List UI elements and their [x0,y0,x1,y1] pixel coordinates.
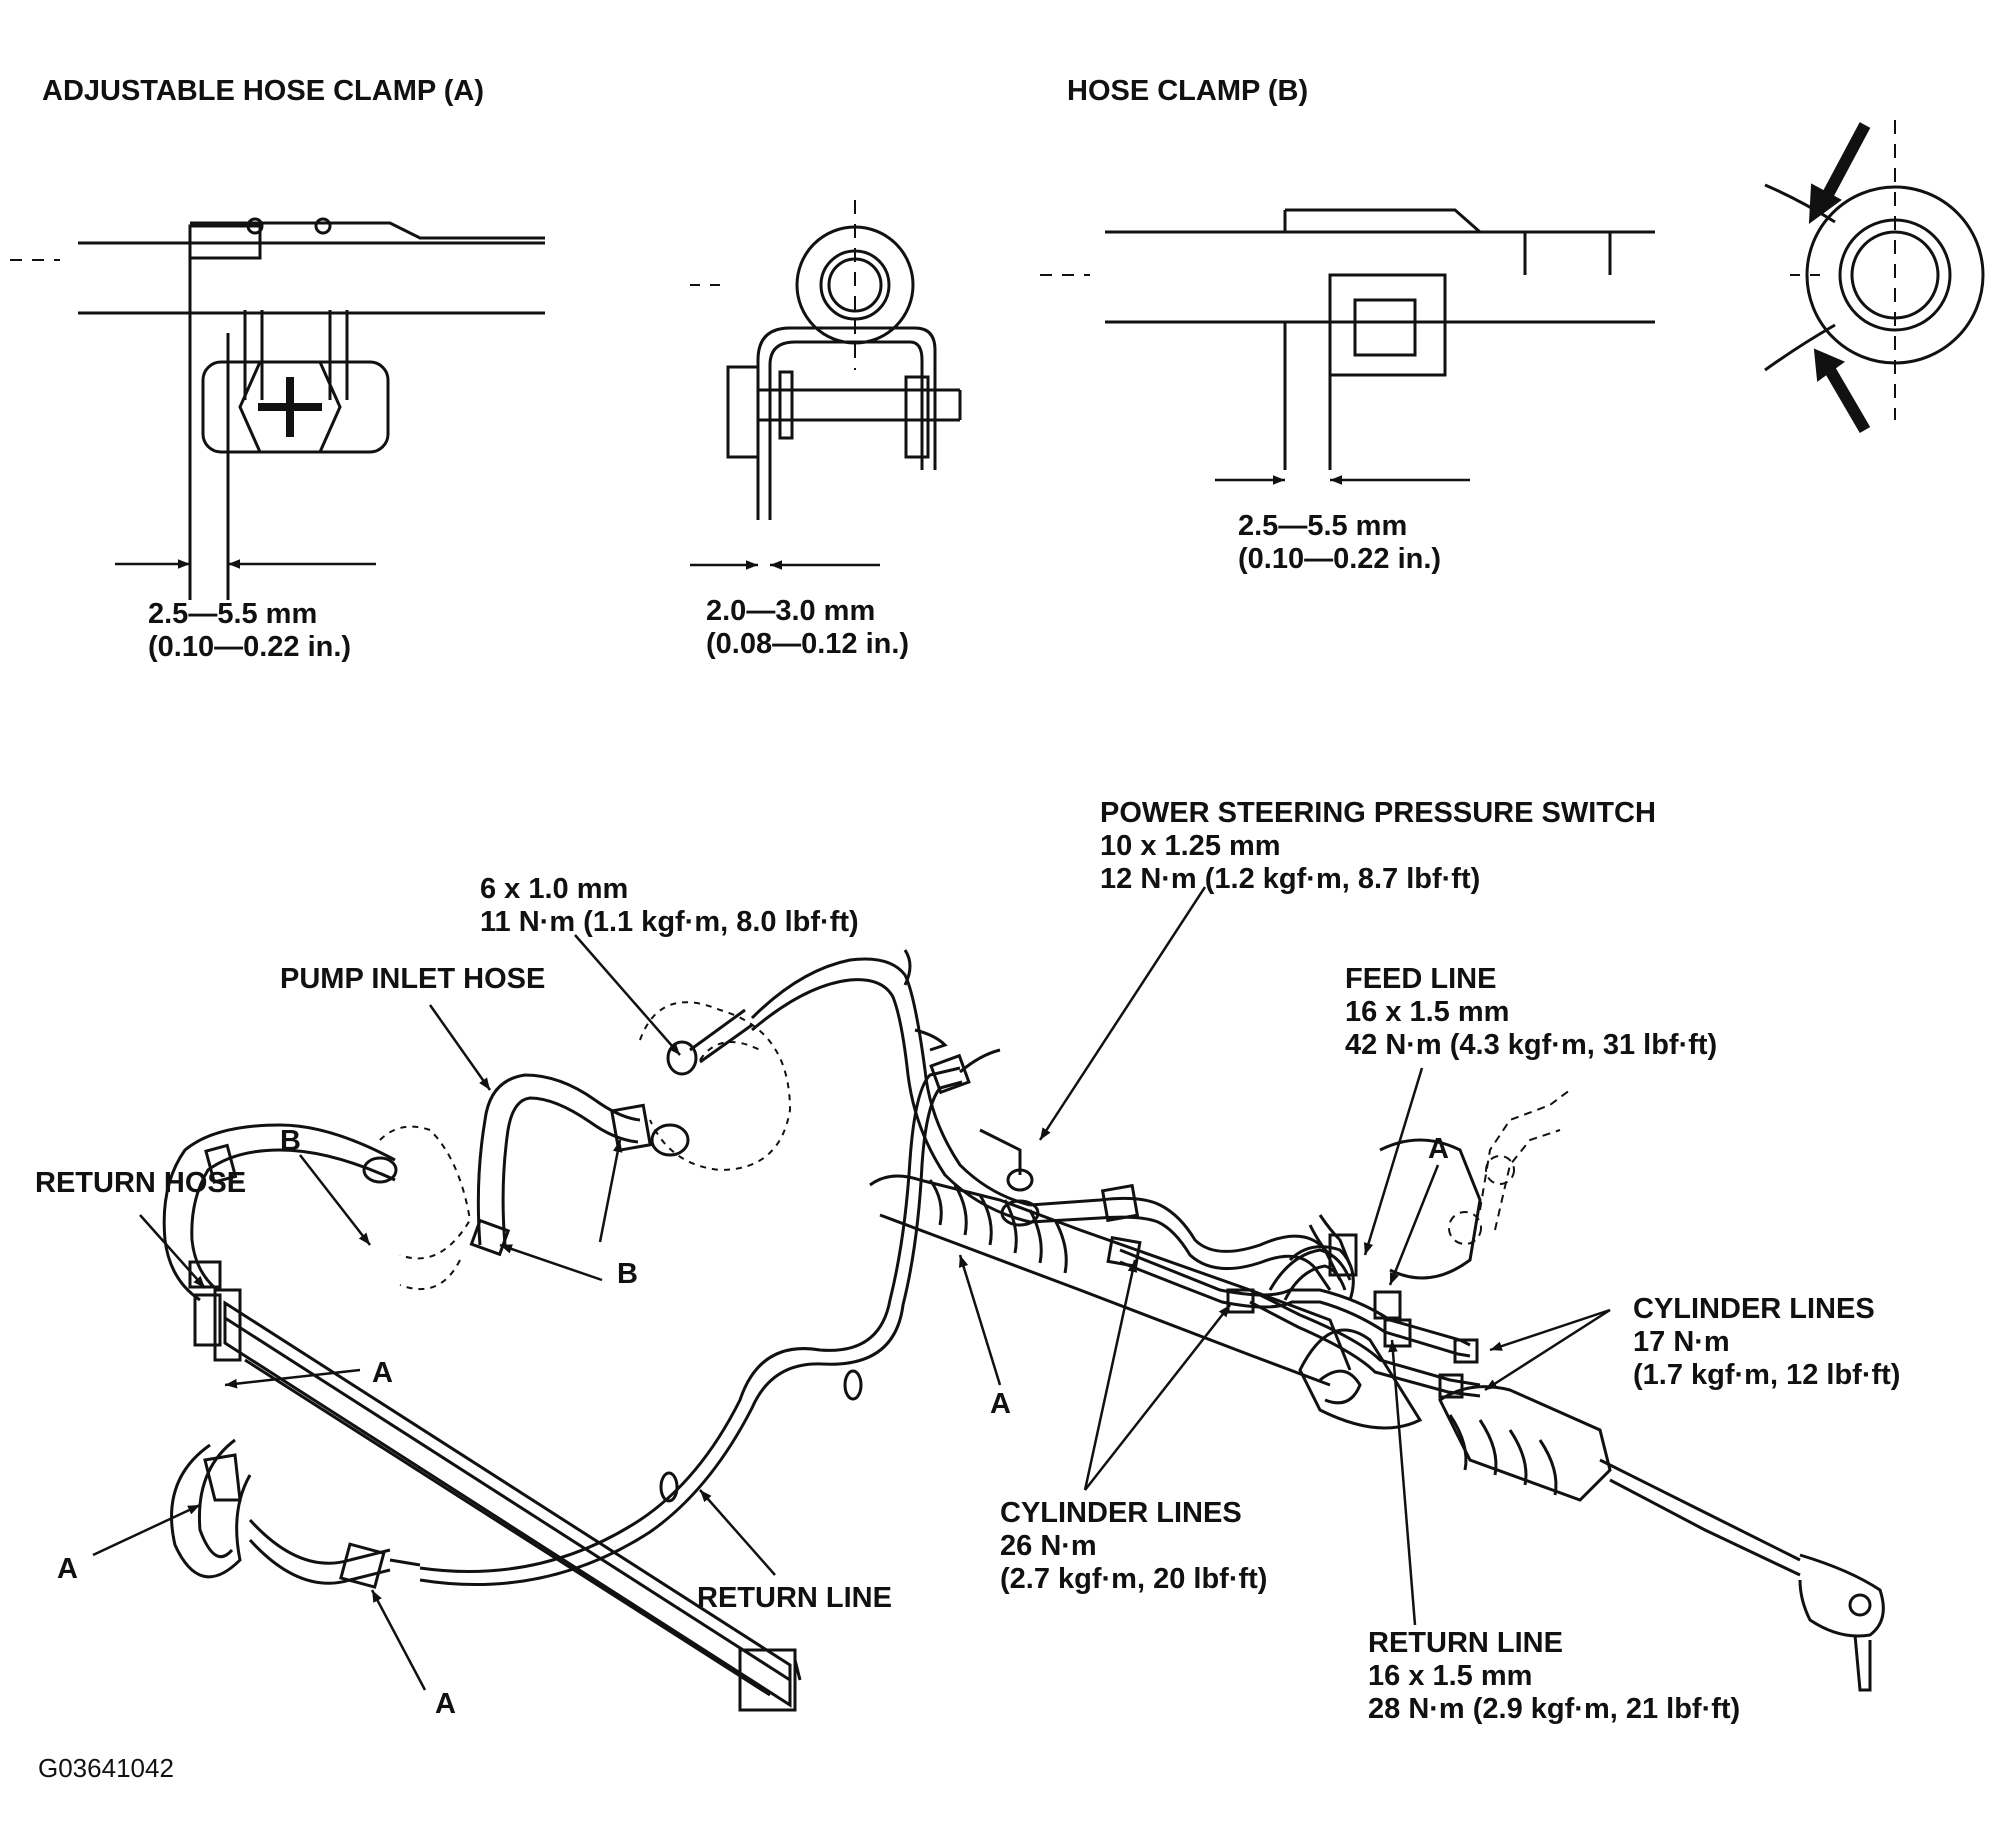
pump-body-drawing [379,1001,792,1290]
cylinder-lines-right-name: CYLINDER LINES [1633,1293,1875,1325]
pressure-hose-drawing [666,949,1031,1224]
cylinder-lines-center-name: CYLINDER LINES [1000,1497,1242,1529]
adjustable-clamp-end-view [690,200,962,520]
return-line-tube-drawing [419,1048,1001,1586]
feed-line-label: FEED LINE 16 x 1.5 mm 42 N·m (4.3 kgf·m,… [1345,963,1717,1062]
adjustable-clamp-dim1-mm: 2.5—5.5 mm [148,598,318,630]
pressure-switch-torque: 12 N·m (1.2 kgf·m, 8.7 lbf·ft) [1100,863,1481,895]
return-hose-drawing [162,1123,398,1302]
label-b-upper: B [280,1125,301,1157]
pressure-switch-size: 10 x 1.25 mm [1100,830,1281,862]
adjustable-clamp-dim2-mm: 2.0—3.0 mm [706,595,876,627]
pressure-switch-label: POWER STEERING PRESSURE SWITCH 10 x 1.25… [1100,797,1656,896]
adjustable-clamp-dim2-label: 2.0—3.0 mm (0.08—0.12 in.) [706,595,909,661]
cylinder-lines-center-torque1: 26 N·m [1000,1530,1097,1562]
steering-rack-drawing [869,1138,1885,1692]
feed-line-name: FEED LINE [1345,963,1497,995]
bolt-6x1-label: 6 x 1.0 mm 11 N·m (1.1 kgf·m, 8.0 lbf·ft… [480,873,859,939]
adjustable-clamp-dim2-in: (0.08—0.12 in.) [706,628,910,660]
hose-clamp-end-view [1764,120,1985,420]
leader-arrows [92,886,1611,1691]
hose-clamp-press-arrows [1808,122,1871,434]
adjustable-clamp-dim1-label: 2.5—5.5 mm (0.10—0.22 in.) [148,598,351,664]
cooler-assembly [193,1288,802,1712]
label-a-return-hose: A [372,1357,393,1389]
cylinder-lines-center-label: CYLINDER LINES 26 N·m (2.7 kgf·m, 20 lbf… [1000,1497,1267,1596]
return-line-right-name: RETURN LINE [1368,1627,1563,1659]
cylinder-lines-center-torque2: (2.7 kgf·m, 20 lbf·ft) [1000,1563,1268,1595]
pump-inlet-hose-label: PUMP INLET HOSE [280,963,546,995]
lower-hose-drawing [170,1438,421,1589]
hose-clamp-dim-mm: 2.5—5.5 mm [1238,510,1408,542]
cylinder-lines-right-torque2: (1.7 kgf·m, 12 lbf·ft) [1633,1359,1901,1391]
return-hose-label: RETURN HOSE [35,1167,247,1199]
bolt-6x1-size: 6 x 1.0 mm [480,873,629,905]
adjustable-clamp-dim1-in: (0.10—0.22 in.) [148,631,352,663]
label-a-return-line: A [990,1388,1011,1420]
hose-clamp-dim-in: (0.10—0.22 in.) [1238,543,1442,575]
pressure-switch-name: POWER STEERING PRESSURE SWITCH [1100,797,1656,829]
return-line-center-label: RETURN LINE [697,1582,892,1614]
cylinder-lines-right-label: CYLINDER LINES 17 N·m (1.7 kgf·m, 12 lbf… [1633,1293,1900,1392]
steering-column-drawing [1448,1089,1571,1245]
feed-line-torque: 42 N·m (4.3 kgf·m, 31 lbf·ft) [1345,1029,1718,1061]
feed-line-size: 16 x 1.5 mm [1345,996,1510,1028]
feed-and-cylinder-lines-drawing [979,1128,1481,1399]
return-line-right-torque: 28 N·m (2.9 kgf·m, 21 lbf·ft) [1368,1693,1741,1725]
hose-clamp-title: HOSE CLAMP (B) [1067,75,1309,107]
adjustable-hose-clamp-title: ADJUSTABLE HOSE CLAMP (A) [42,75,484,107]
label-a-lower-left: A [57,1553,78,1585]
label-a-bottom: A [435,1688,456,1720]
adjustable-clamp-side-view [10,217,545,600]
figure-id: G03641042 [38,1753,174,1783]
label-a-feed: A [1428,1133,1449,1165]
bolt-6x1-torque: 11 N·m (1.1 kgf·m, 8.0 lbf·ft) [480,906,859,938]
pump-inlet-hose-drawing [469,1073,690,1257]
return-line-right-label: RETURN LINE 16 x 1.5 mm 28 N·m (2.9 kgf·… [1368,1627,1740,1726]
cylinder-lines-right-torque1: 17 N·m [1633,1326,1730,1358]
label-b-lower: B [617,1258,638,1290]
hose-clamp-side-view [1040,208,1655,470]
hose-clamp-dim-label: 2.5—5.5 mm (0.10—0.22 in.) [1238,510,1441,576]
return-line-right-size: 16 x 1.5 mm [1368,1660,1533,1692]
